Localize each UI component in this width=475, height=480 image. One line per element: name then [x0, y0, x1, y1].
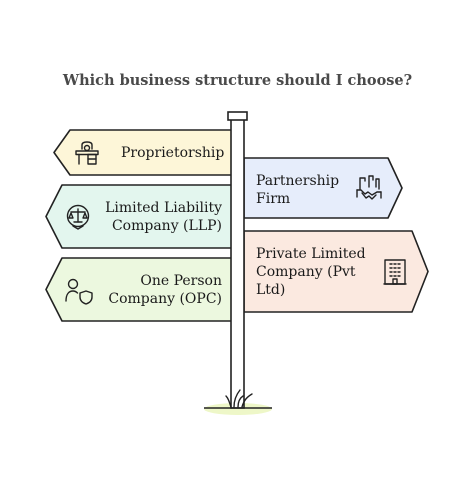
sign-board-proprietorship [53, 129, 233, 176]
sign-label-partnership: Partnership Firm [256, 172, 356, 208]
handshake-icon [356, 175, 382, 203]
label-line: Firm [256, 191, 291, 207]
sign-label-pvt: Private Limited Company (Pvt Ltd) [256, 245, 376, 299]
sign-board-llp [45, 184, 233, 249]
label-line: Company (Pvt [256, 264, 356, 280]
person-shield-icon [64, 277, 94, 305]
ground-glow [204, 403, 272, 415]
sign-board-opc [45, 257, 233, 322]
sign-label-llp: Limited Liability Company (LLP) [100, 199, 222, 235]
pole-cap [227, 111, 248, 121]
sign-label-opc: One Person Company (OPC) [100, 272, 222, 308]
grass-icon [225, 389, 253, 408]
label-line: Proprietorship [121, 145, 225, 161]
label-line: Private Limited [256, 246, 366, 262]
label-line: One Person [140, 273, 222, 289]
pole [230, 118, 245, 409]
label-line: Ltd) [256, 282, 286, 298]
label-line: Limited Liability [105, 200, 222, 216]
sign-label-proprietorship: Proprietorship [121, 144, 224, 162]
label-line: Partnership [256, 173, 340, 189]
label-line: Company (OPC) [108, 291, 222, 307]
label-line: Company (LLP) [111, 218, 222, 234]
office-building-icon [383, 258, 407, 286]
scales-icon [64, 203, 92, 231]
diagram-title: Which business structure should I choose… [62, 72, 413, 89]
desk-person-icon [74, 140, 100, 166]
